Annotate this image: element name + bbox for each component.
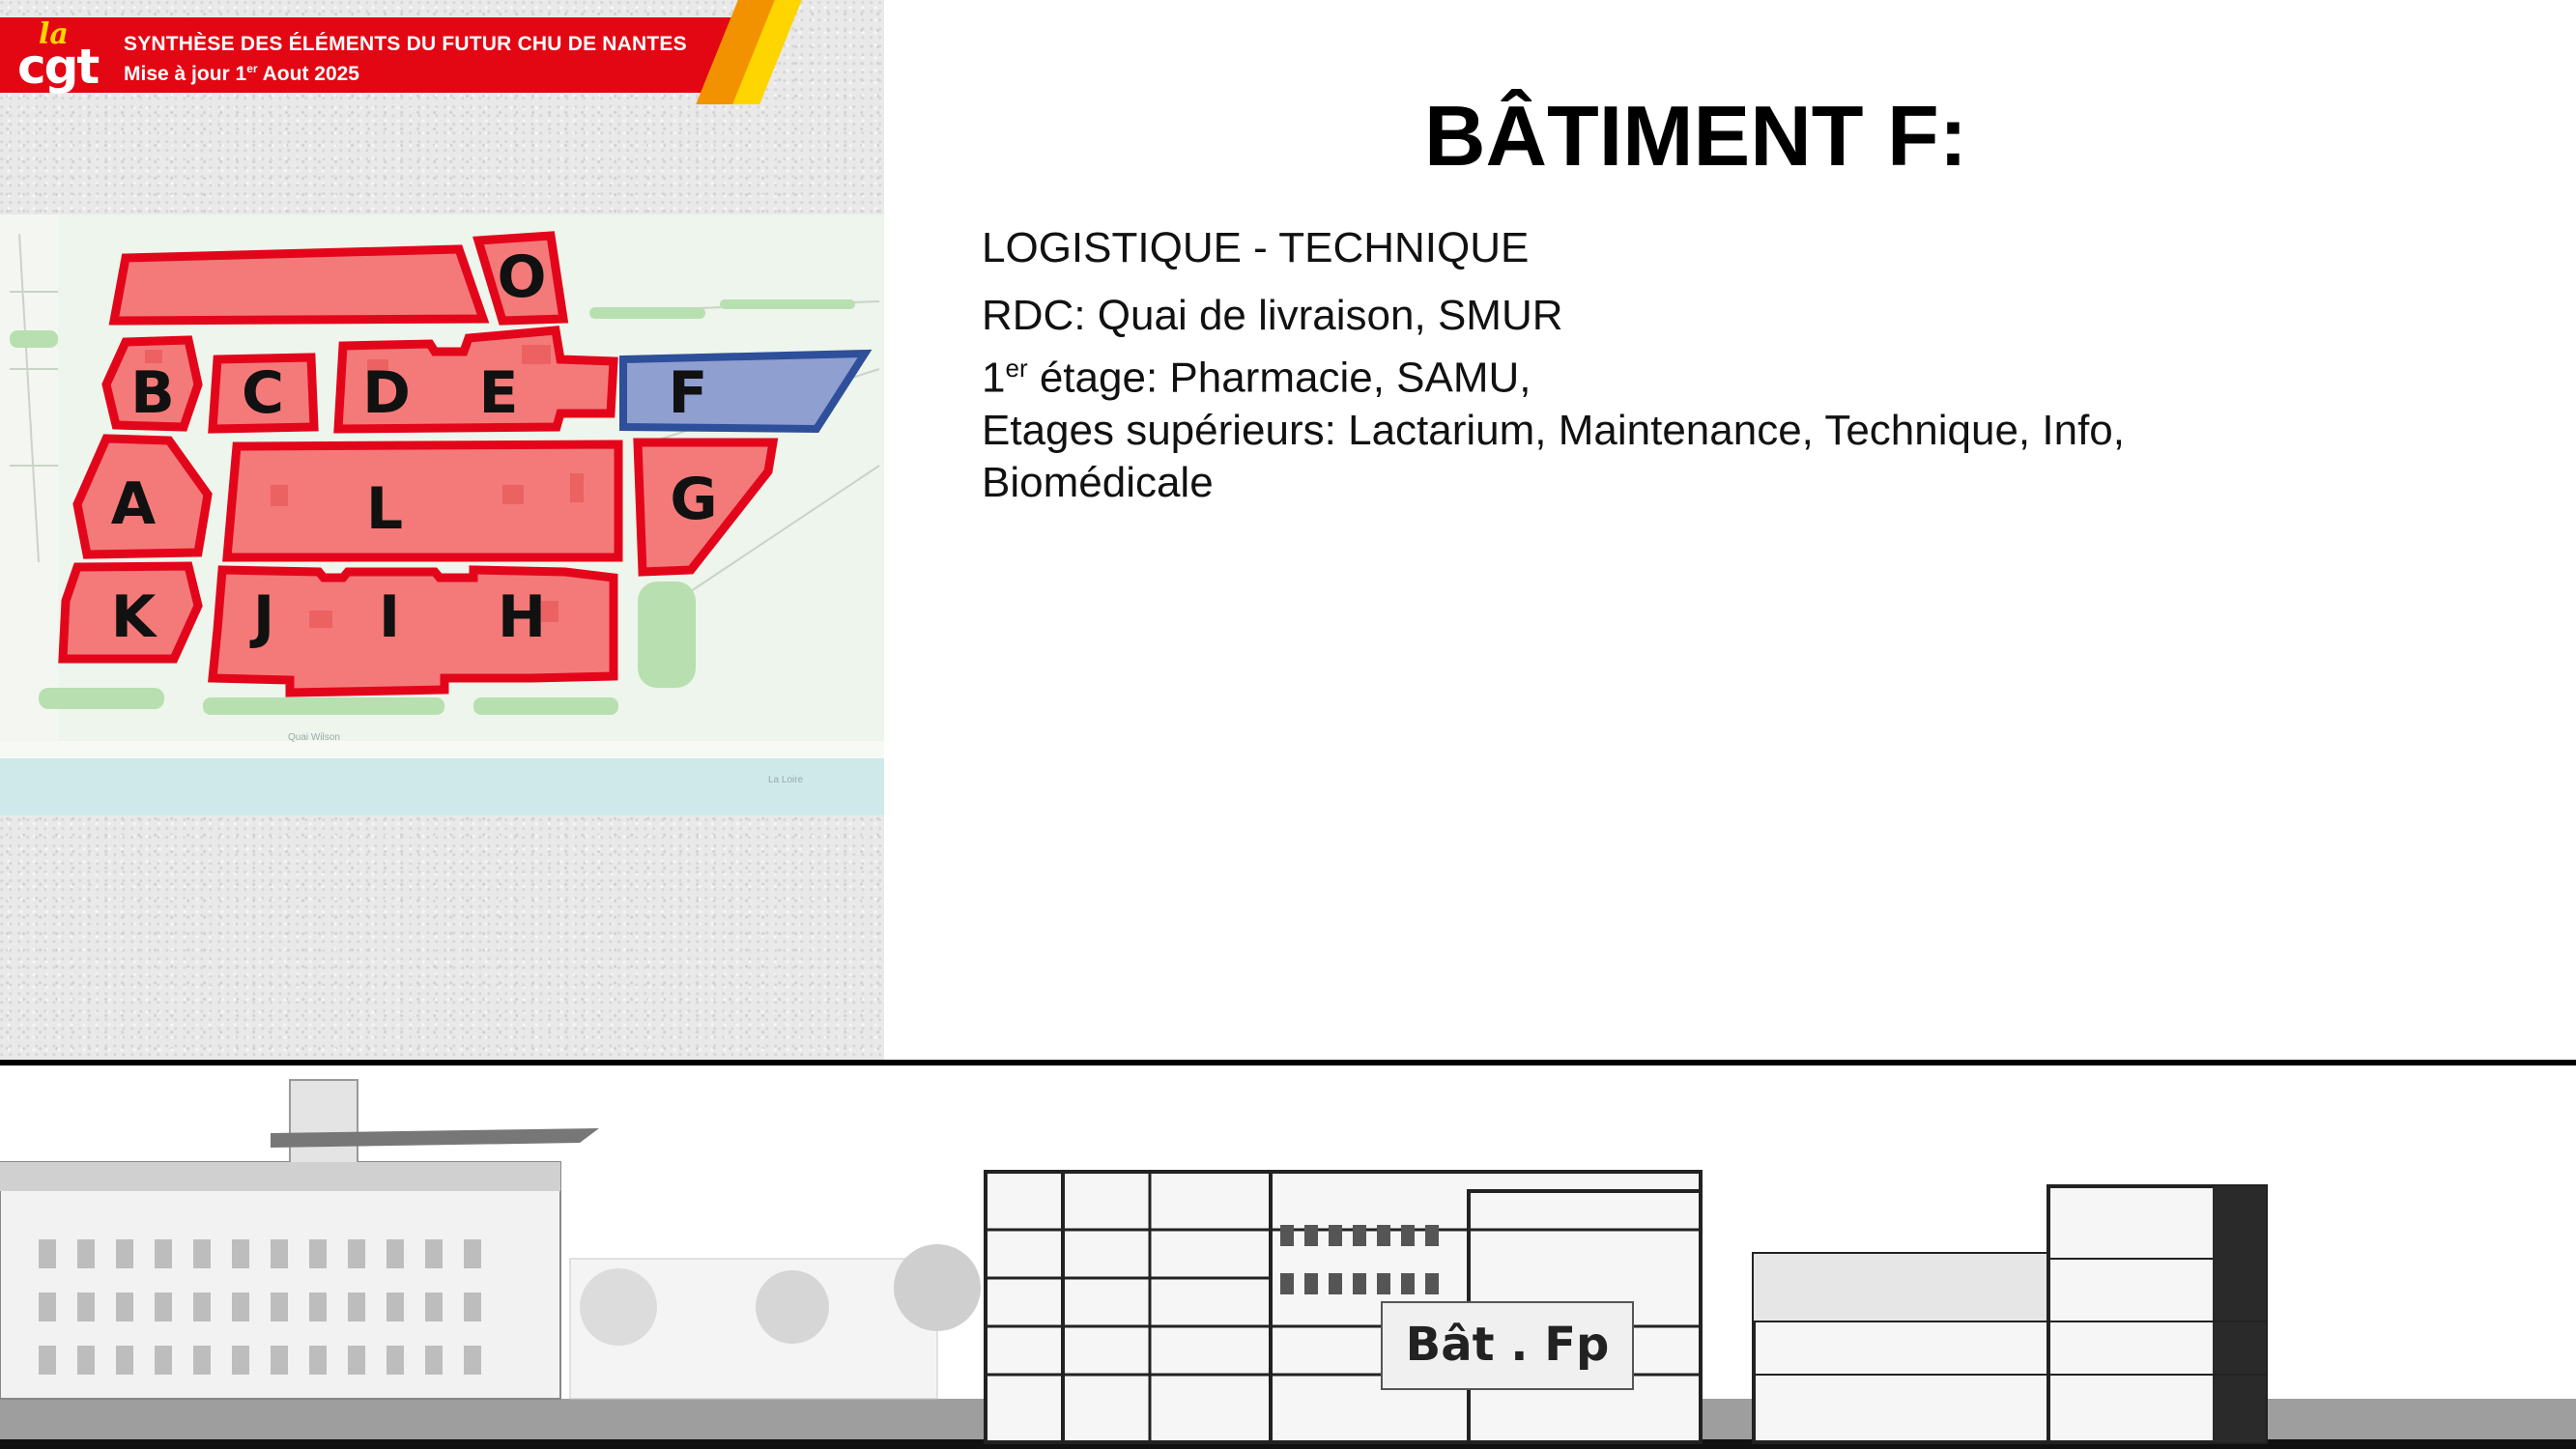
detail-upper-floors: Etages supérieurs: Lactarium, Maintenanc… bbox=[982, 406, 2125, 506]
header-subtitle: Mise à jour 1er Aout 2025 bbox=[124, 62, 359, 86]
building-details: RDC: Quai de livraison, SMUR 1er étage: … bbox=[982, 290, 2257, 509]
elevation-trees bbox=[569, 1244, 981, 1400]
building-b bbox=[101, 335, 203, 432]
logo-cgt-text: cgt bbox=[17, 39, 100, 95]
building-o bbox=[472, 231, 569, 326]
map-road bbox=[0, 741, 884, 758]
right-section-building bbox=[1752, 1184, 2268, 1444]
building-g bbox=[633, 438, 779, 577]
section-subheading: LOGISTIQUE - TECHNIQUE bbox=[982, 224, 1530, 271]
map-river-label: La Loire bbox=[768, 775, 804, 785]
map-label-a: A bbox=[111, 470, 157, 538]
map-label-o: O bbox=[497, 243, 546, 311]
cgt-logo: la cgt bbox=[14, 17, 102, 95]
map-label-d: D bbox=[362, 359, 411, 427]
floor-sup: er bbox=[1005, 354, 1028, 383]
map-label-g: G bbox=[670, 466, 717, 533]
section-building: Bât . Fp bbox=[984, 1170, 1703, 1444]
building-f bbox=[619, 349, 873, 434]
section-divider bbox=[0, 1060, 2576, 1065]
map-label-c: C bbox=[242, 359, 284, 427]
map-label-e: E bbox=[479, 359, 519, 427]
detail-first-floor: 1er étage: Pharmacie, SAMU, bbox=[982, 342, 2257, 405]
map-label-f: F bbox=[669, 359, 708, 427]
map-river bbox=[0, 758, 884, 815]
building-c bbox=[208, 353, 319, 434]
map-label-k: K bbox=[111, 583, 158, 651]
map-label-i: I bbox=[379, 583, 400, 651]
logo-la-text: la bbox=[39, 17, 69, 51]
subtitle-suffix: Aout 2025 bbox=[257, 63, 359, 85]
map-detail-blocks bbox=[145, 345, 584, 628]
header-title: SYNTHÈSE DES ÉLÉMENTS DU FUTUR CHU DE NA… bbox=[124, 33, 687, 55]
map-label-l: L bbox=[366, 475, 403, 543]
map-label-h: H bbox=[498, 583, 546, 651]
map-label-j: J bbox=[249, 583, 274, 651]
map-left-blocks bbox=[0, 214, 58, 741]
subtitle-prefix: Mise à jour 1 bbox=[124, 63, 247, 85]
map-street-label: Quai Wilson bbox=[288, 732, 340, 743]
elevation-label: Bât . Fp bbox=[1406, 1318, 1610, 1372]
building-o-bar bbox=[108, 244, 490, 326]
floor-suffix: étage: Pharmacie, SAMU, bbox=[1027, 354, 1531, 402]
building-l bbox=[222, 440, 623, 562]
header-band bbox=[0, 17, 763, 93]
building-k bbox=[58, 561, 203, 664]
building-jih bbox=[208, 565, 618, 697]
site-map: O B C D E F A L G K J I H Quai Wilson La… bbox=[0, 214, 884, 815]
detail-rdc: RDC: Quai de livraison, SMUR bbox=[982, 292, 1563, 339]
subtitle-sup: er bbox=[246, 62, 258, 75]
building-a bbox=[72, 434, 213, 559]
floor-prefix: 1 bbox=[982, 354, 1006, 402]
building-elevation: Bât . Fp bbox=[0, 1079, 2576, 1449]
page-title: BÂTIMENT F: bbox=[1423, 88, 1968, 184]
map-trees bbox=[10, 299, 855, 715]
map-label-b: B bbox=[130, 359, 175, 427]
left-facade bbox=[0, 1079, 599, 1400]
